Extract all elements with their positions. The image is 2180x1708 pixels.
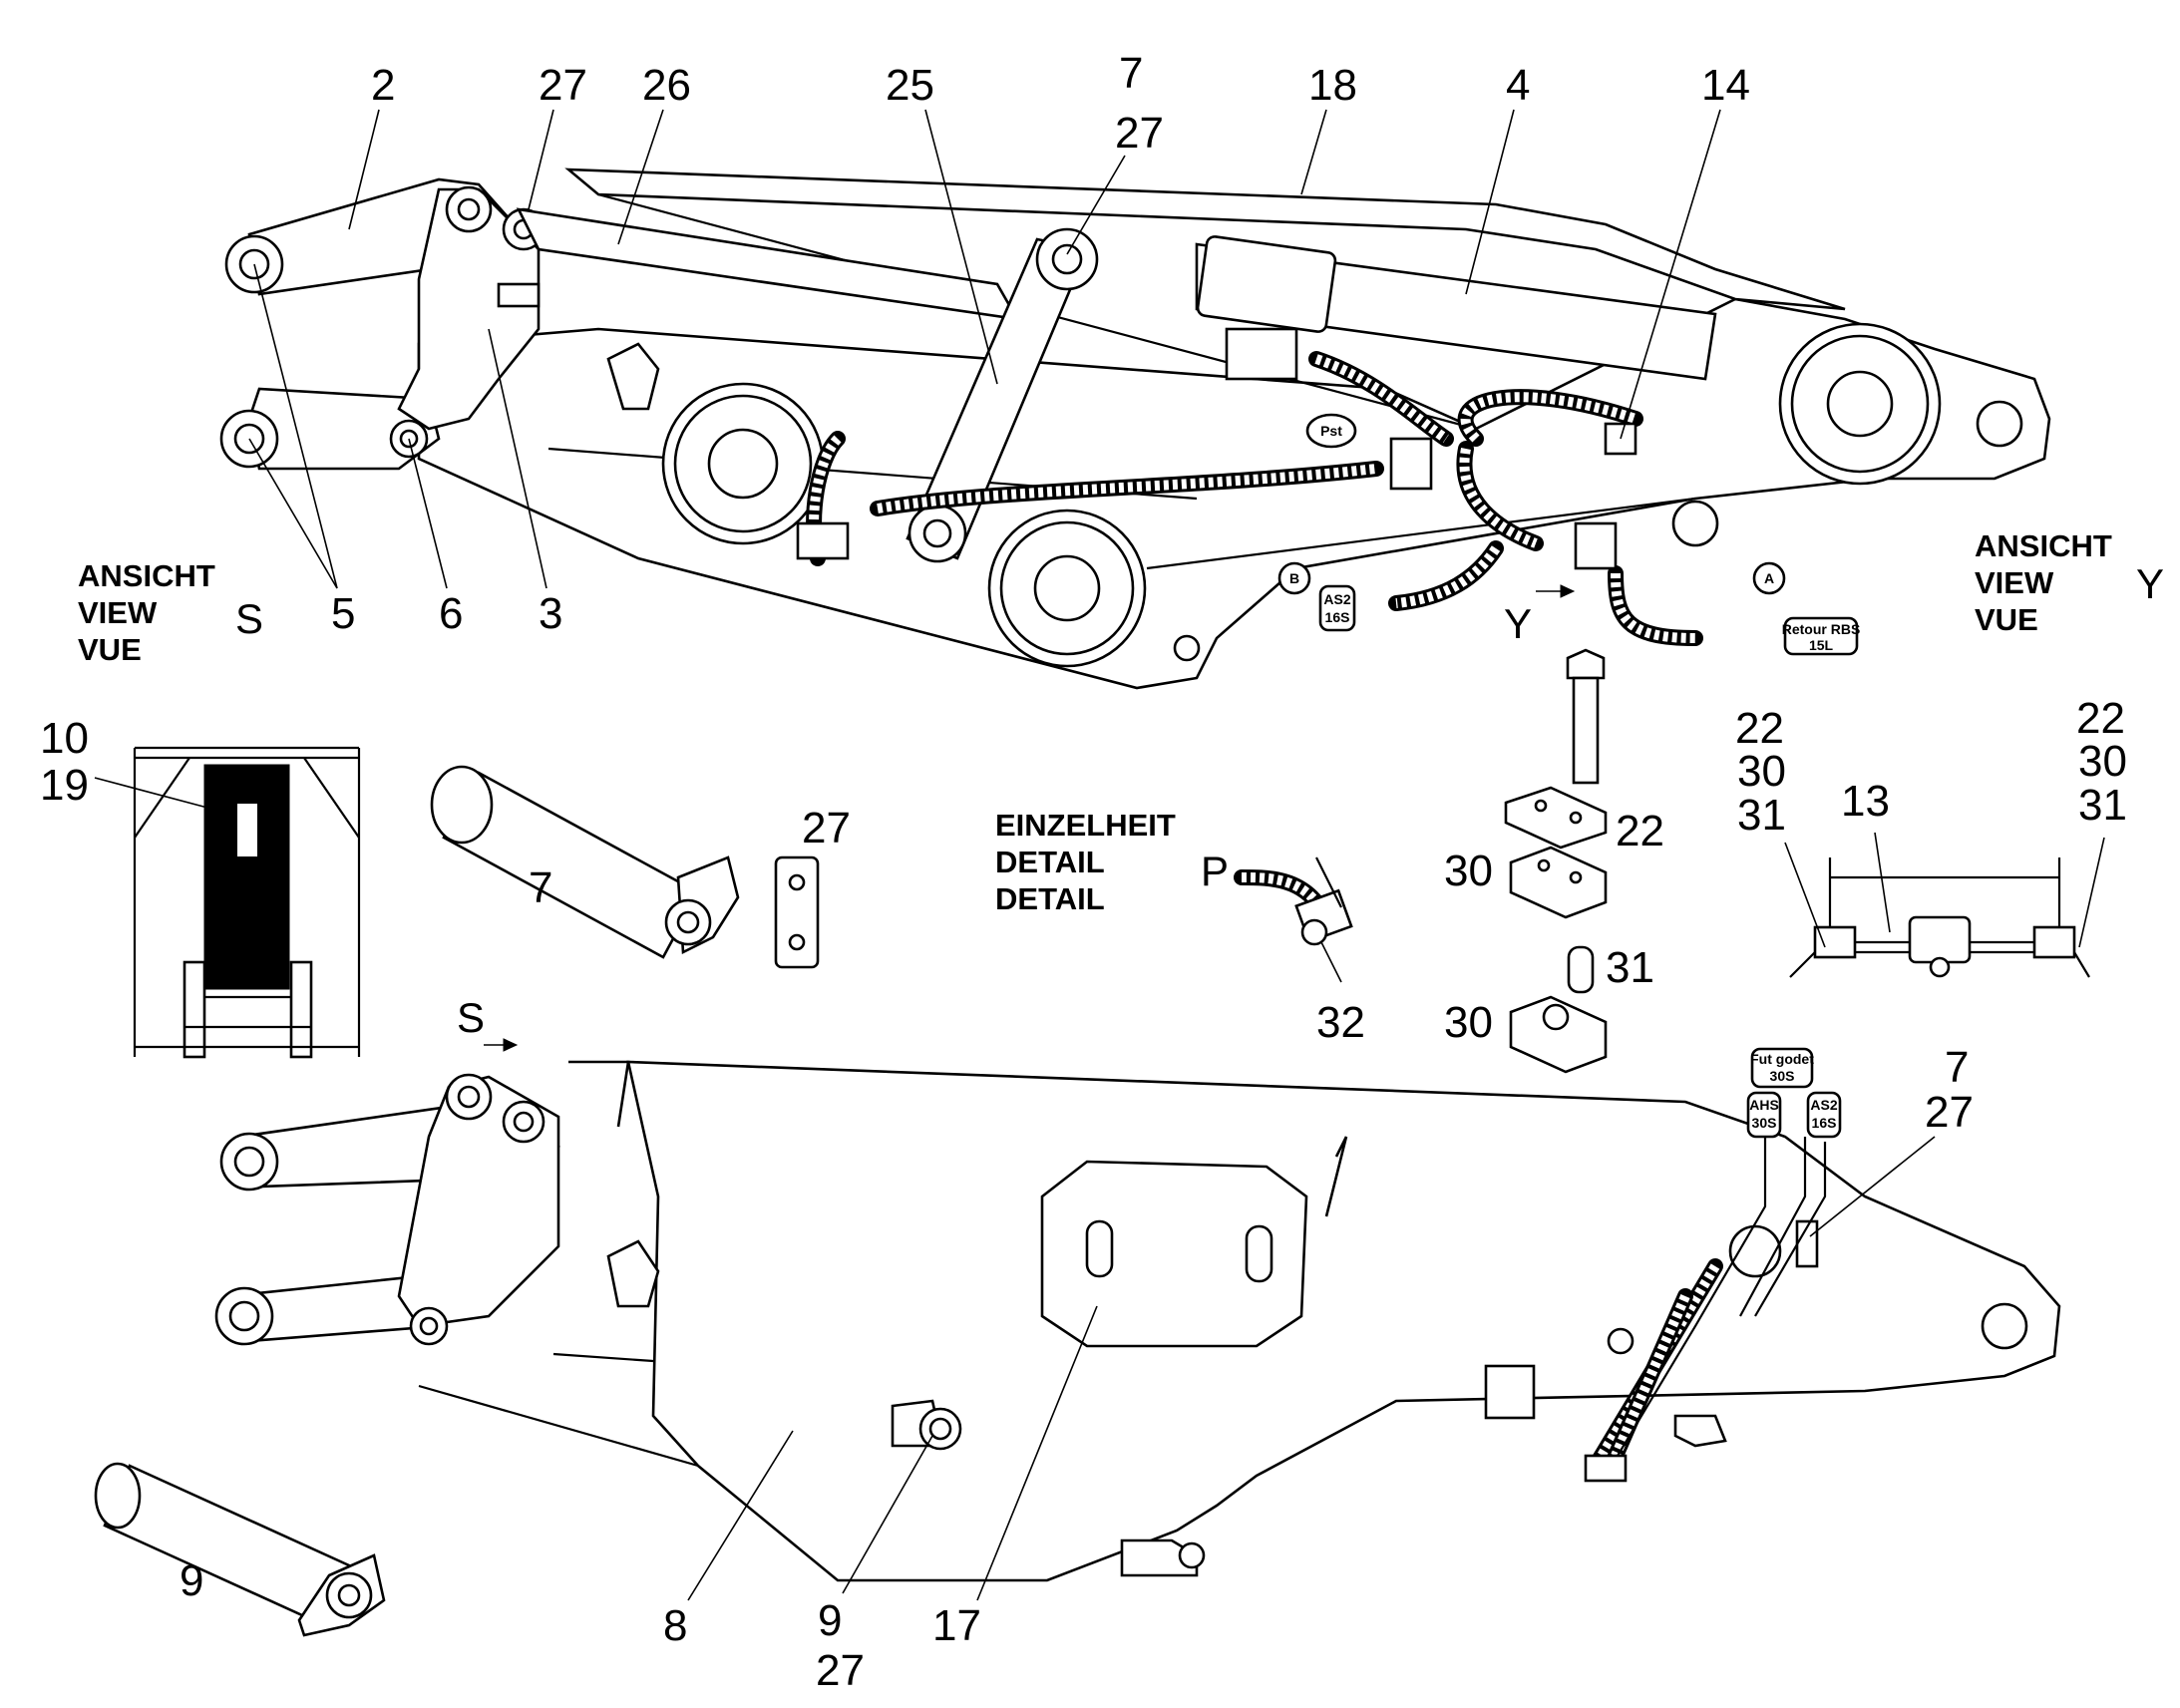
svg-text:Fut godet: Fut godet (1750, 1051, 1814, 1067)
callout-17: 17 (932, 1601, 981, 1650)
svg-text:15L: 15L (1809, 637, 1834, 653)
callout-6: 6 (439, 589, 463, 638)
view-marker-y: Y (1504, 584, 1576, 647)
upper-callouts: 2 27 26 25 7 27 18 4 14 5 6 3 (248, 49, 1750, 638)
callout-27: 27 (539, 61, 587, 110)
callout-7: 7 (529, 863, 552, 912)
svg-text:AS2: AS2 (1323, 591, 1350, 607)
callout-3: 3 (539, 589, 562, 638)
view-label-y: ANSICHT VIEW VUE Y (1975, 528, 2164, 637)
svg-text:Y: Y (1504, 600, 1532, 647)
pin-7-and-plate-27: 7 27 (430, 765, 851, 969)
svg-text:ANSICHT: ANSICHT (78, 558, 215, 593)
svg-text:AHS: AHS (1749, 1097, 1779, 1113)
hose-tags-lower: Fut godet 30S AHS 30S AS2 16S (1746, 1047, 1842, 1139)
callout-8: 8 (663, 1601, 687, 1650)
svg-text:A: A (1764, 570, 1774, 586)
callout-27: 27 (1115, 109, 1164, 158)
callout-30: 30 (1737, 747, 1786, 796)
svg-text:S: S (235, 595, 263, 642)
svg-text:DETAIL: DETAIL (995, 881, 1105, 916)
callout-9: 9 (818, 1596, 842, 1645)
callout-27: 27 (1925, 1088, 1974, 1137)
callout-27: 27 (802, 804, 851, 853)
callout-18: 18 (1308, 61, 1357, 110)
view-marker-s: S (457, 994, 485, 1041)
callout-26: 26 (642, 61, 691, 110)
callout-30: 30 (1444, 847, 1493, 895)
svg-text:16S: 16S (1325, 609, 1350, 625)
svg-text:VIEW: VIEW (1975, 565, 2054, 600)
svg-text:DETAIL: DETAIL (995, 845, 1105, 879)
upper-boom-top-plate (564, 168, 1846, 311)
svg-text:EINZELHEIT: EINZELHEIT (995, 808, 1176, 843)
callout-27: 27 (816, 1646, 865, 1695)
callout-5: 5 (331, 589, 355, 638)
view-label-s: ANSICHT VIEW VUE S (78, 558, 263, 667)
callout-19: 19 (40, 761, 89, 810)
svg-text:VUE: VUE (1975, 602, 2038, 637)
svg-text:ANSICHT: ANSICHT (1975, 528, 2112, 563)
callout-14: 14 (1701, 61, 1750, 110)
callout-25: 25 (886, 61, 934, 110)
svg-text:Retour RBS: Retour RBS (1782, 621, 1861, 637)
view-s-plate-detail: 10 19 (40, 714, 361, 1059)
view-y-detail: 22 30 31 13 22 30 31 (1735, 694, 2127, 978)
callout-30: 30 (1444, 998, 1493, 1047)
callout-32: 32 (1316, 998, 1365, 1047)
callout-9: 9 (180, 1556, 203, 1605)
svg-text:30S: 30S (1752, 1115, 1777, 1131)
callout-4: 4 (1506, 61, 1530, 110)
callout-10: 10 (40, 714, 89, 763)
svg-text:B: B (1289, 570, 1299, 586)
callout-22: 22 (2076, 694, 2125, 743)
callout-30: 30 (2078, 737, 2127, 786)
callout-22: 22 (1735, 704, 1784, 753)
callout-31: 31 (1606, 943, 1654, 992)
svg-text:P: P (1201, 848, 1229, 894)
callout-13: 13 (1841, 777, 1890, 826)
callout-31: 31 (1737, 791, 1786, 840)
callout-2: 2 (371, 61, 395, 110)
svg-text:16S: 16S (1812, 1115, 1837, 1131)
callout-31: 31 (2078, 781, 2127, 830)
cover-plate-17 (1040, 1160, 1308, 1348)
callout-7: 7 (1945, 1043, 1969, 1092)
svg-text:Pst: Pst (1320, 423, 1342, 439)
hose-tags-upper: Pst B A AS2 16S Retour RBS 15L (1277, 413, 1861, 656)
clamp-set-22-30-31: 22 30 31 30 (1444, 648, 1664, 1074)
upper-boom-body (417, 297, 2051, 690)
lower-boom-assembly (94, 1060, 2061, 1637)
svg-text:VUE: VUE (78, 632, 142, 667)
detail-p: EINZELHEIT DETAIL DETAIL P 32 (995, 808, 1365, 1047)
rod-26 (516, 207, 1020, 321)
callout-7: 7 (1119, 49, 1143, 98)
svg-text:VIEW: VIEW (78, 595, 158, 630)
svg-text:Y: Y (2136, 560, 2164, 607)
lower-callouts: S 7 27 9 8 9 27 17 (180, 994, 1974, 1695)
upper-boom-assembly (219, 168, 2051, 690)
svg-text:AS2: AS2 (1810, 1097, 1837, 1113)
svg-text:30S: 30S (1770, 1068, 1795, 1084)
callout-22: 22 (1616, 807, 1664, 855)
